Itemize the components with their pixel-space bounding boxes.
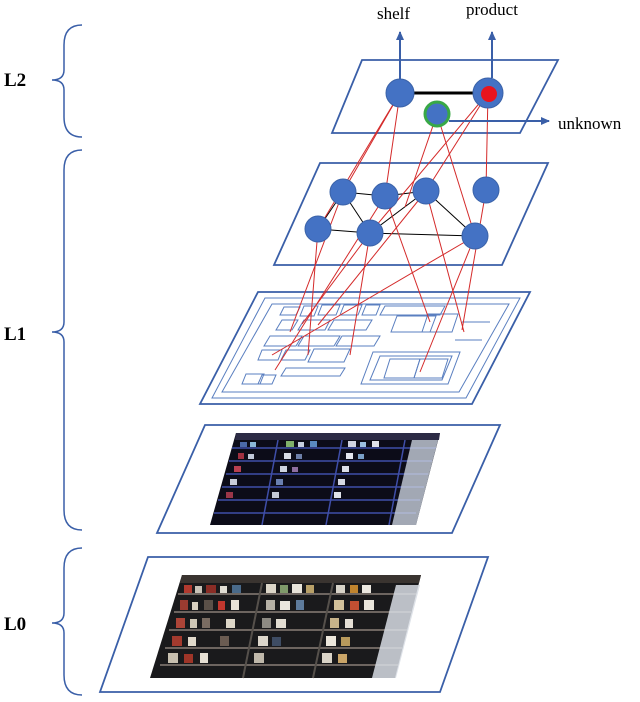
plane-floorplan	[198, 291, 532, 405]
brace-l0	[51, 547, 83, 696]
l1-node	[356, 219, 384, 247]
l1-node	[412, 177, 440, 205]
brace-l2	[51, 24, 83, 138]
l1-node	[371, 182, 399, 210]
plane-detected-photo	[155, 424, 502, 534]
brace-l1	[51, 149, 83, 531]
l1-node	[329, 178, 357, 206]
l1-node	[461, 222, 489, 250]
level-label-l2: L2	[4, 70, 26, 91]
l2-graph	[385, 77, 504, 128]
l1-nodes	[304, 176, 500, 250]
l2-unknown-node	[423, 100, 451, 128]
l2-product-marker	[481, 86, 497, 102]
floorplan-layout	[211, 297, 521, 399]
output-label-product: product	[466, 0, 518, 19]
output-label-shelf: shelf	[377, 4, 410, 23]
cross-layer-edges	[271, 92, 489, 373]
level-label-l1: L1	[4, 324, 26, 345]
plane-graph-l1	[272, 162, 550, 266]
plane-photo-l0	[98, 556, 490, 693]
shelf-photo	[150, 575, 421, 679]
l1-node	[304, 215, 332, 243]
l2-shelf-node	[385, 78, 415, 108]
l1-node	[472, 176, 500, 204]
output-label-unknown: unknown	[558, 114, 622, 133]
detection-photo	[210, 433, 440, 526]
output-arrows	[396, 31, 550, 125]
level-label-l0: L0	[4, 614, 26, 635]
